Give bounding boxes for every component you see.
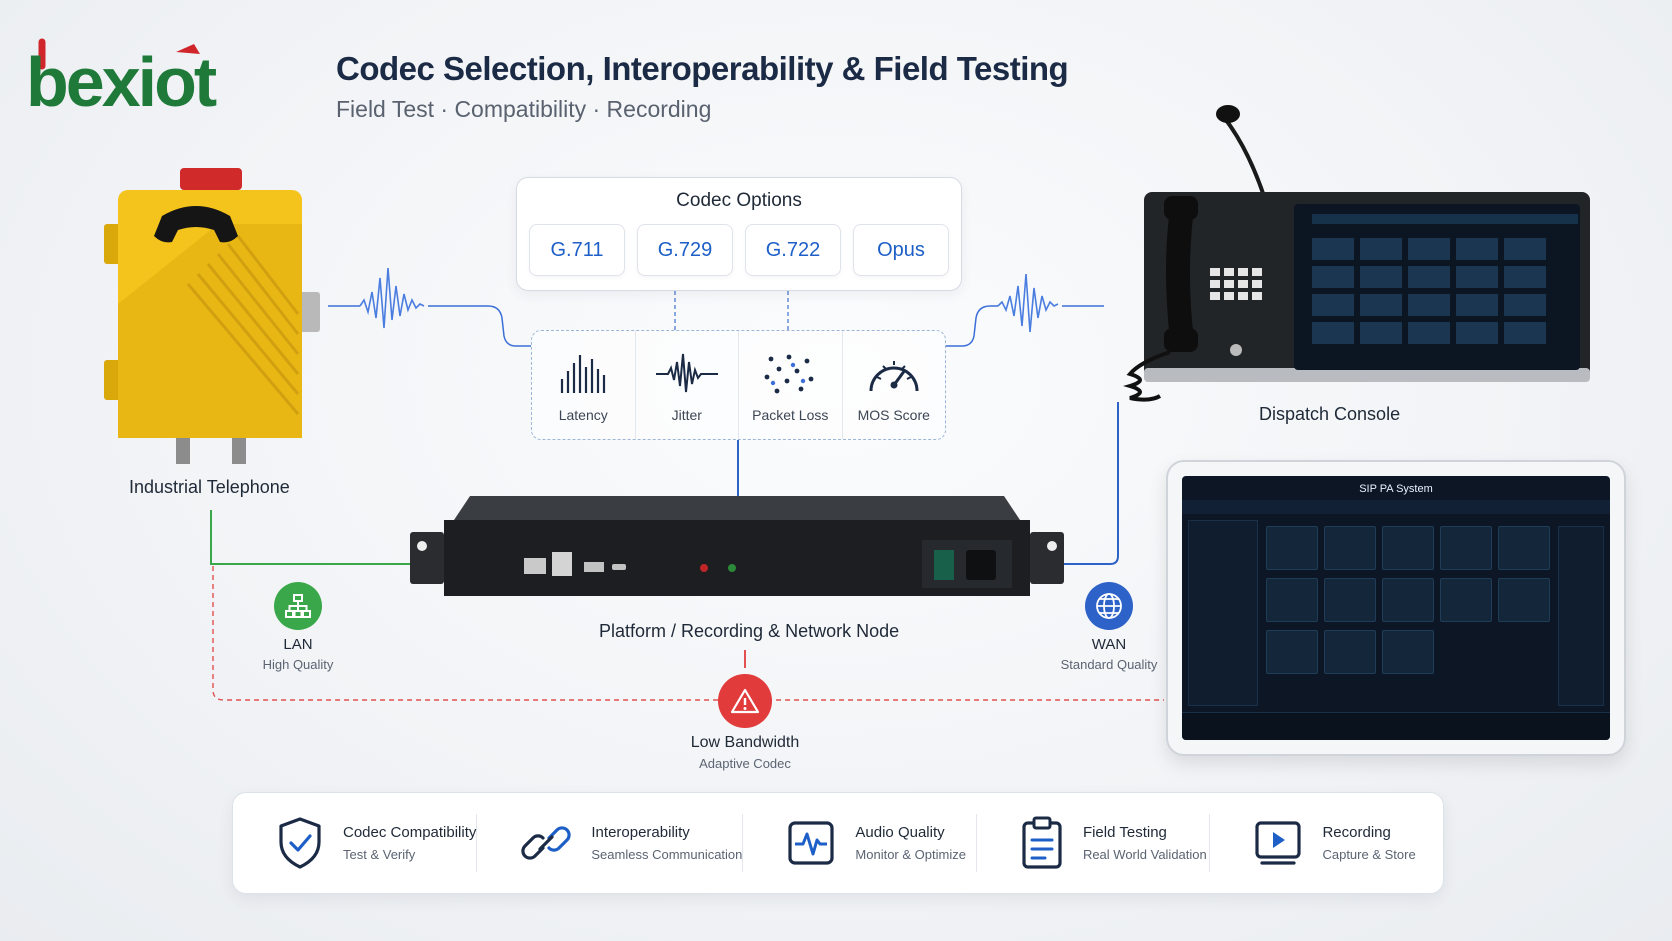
feature-subtitle: Monitor & Optimize: [855, 847, 966, 862]
codec-chip-g722[interactable]: G.722: [745, 224, 841, 276]
sip-pa-title: SIP PA System: [1359, 483, 1433, 495]
waveform-icon: [655, 353, 718, 393]
wan-subtitle: Standard Quality: [1060, 657, 1158, 672]
feature-subtitle: Test & Verify: [343, 847, 416, 862]
feature-title: Interoperability: [591, 824, 690, 841]
dispatch-console-image: [1123, 105, 1590, 402]
feature-codec-compatibility: Codec Compatibility Test & Verify: [233, 814, 478, 872]
platform-rack-image: [410, 496, 1064, 596]
wan-title: WAN: [1091, 636, 1127, 653]
console-label: Dispatch Console: [1259, 404, 1401, 424]
metric-packet-loss: Packet Loss: [739, 331, 843, 439]
shield-check-icon: [279, 817, 321, 869]
feature-bar: Codec Compatibility Test & Verify Intero…: [232, 792, 1444, 894]
feature-interoperability: Interoperability Seamless Communication: [477, 814, 744, 872]
metric-label: Packet Loss: [752, 407, 829, 423]
feature-subtitle: Capture & Store: [1322, 847, 1416, 862]
feature-subtitle: Seamless Communication: [591, 847, 743, 862]
metric-mos-score: MOS Score: [843, 331, 946, 439]
metric-label: Latency: [558, 407, 608, 423]
clipboard-icon: [1022, 816, 1062, 869]
dots-icon: [764, 354, 814, 394]
low-bandwidth-subtitle: Adaptive Codec: [699, 756, 791, 771]
codec-options-title: Codec Options: [676, 190, 802, 211]
bars-icon: [561, 355, 606, 393]
feature-audio-quality: Audio Quality Monitor & Optimize: [743, 814, 977, 872]
platform-label: Platform / Recording & Network Node: [599, 621, 900, 641]
metric-latency: Latency: [532, 331, 636, 439]
quality-metrics-panel: Latency Jitter Packet Loss: [531, 330, 946, 440]
page-subtitle: Field Test · Compatibility · Recording: [336, 96, 712, 122]
gauge-icon: [869, 361, 919, 392]
feature-recording: Recording Capture & Store: [1210, 814, 1443, 872]
codec-chip-g711[interactable]: G.711: [529, 224, 625, 276]
codec-chip-opus[interactable]: Opus: [853, 224, 949, 276]
link-icon: [521, 826, 572, 860]
feature-title: Codec Compatibility: [343, 824, 477, 841]
pulse-monitor-icon: [788, 821, 835, 865]
globe-icon: [1085, 582, 1133, 630]
tablet-screen: SIP PA System: [1182, 476, 1610, 740]
feature-title: Recording: [1322, 824, 1391, 841]
feature-subtitle: Real World Validation: [1082, 847, 1207, 862]
play-box-icon: [1255, 821, 1302, 865]
svg-text:bexiot: bexiot: [26, 43, 217, 118]
feature-title: Audio Quality: [855, 824, 945, 841]
telephone-label: Industrial Telephone: [129, 477, 290, 497]
brand-logo: bexiot: [26, 38, 220, 118]
feature-title: Field Testing: [1082, 824, 1167, 841]
industrial-telephone-image: [104, 168, 320, 464]
page-title: Codec Selection, Interoperability & Fiel…: [336, 50, 1069, 87]
lan-subtitle: High Quality: [262, 657, 334, 672]
metric-label: MOS Score: [857, 407, 930, 423]
lan-title: LAN: [283, 636, 313, 653]
sip-pa-tablet: SIP PA System: [1166, 460, 1626, 756]
low-bandwidth-title: Low Bandwidth: [690, 734, 800, 751]
codec-options-panel: Codec Options G.711 G.729 G.722 Opus: [516, 177, 962, 291]
lan-icon: [274, 582, 322, 630]
metric-jitter: Jitter: [636, 331, 739, 439]
codec-chip-g729[interactable]: G.729: [637, 224, 733, 276]
metric-label: Jitter: [671, 407, 702, 423]
feature-field-testing: Field Testing Real World Validation: [977, 814, 1211, 872]
warning-icon: [718, 674, 772, 728]
